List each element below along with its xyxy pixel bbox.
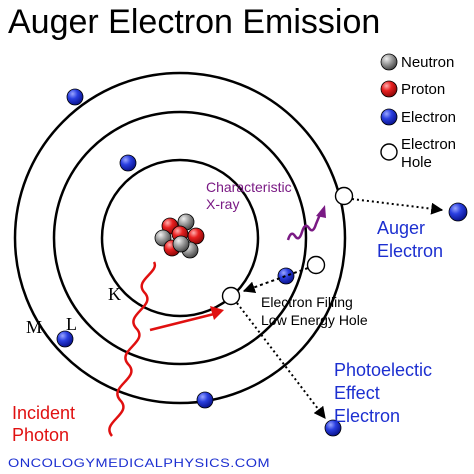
xray-arrowhead [316,205,326,218]
page-title: Auger Electron Emission [8,3,380,41]
m-shell-electron-hole [334,186,354,206]
proton [187,227,205,245]
legend-hole-label-line2: Hole [401,154,432,171]
m-shell-electron [66,88,84,106]
legend: Neutron Proton Electron Electron Hole [380,53,456,171]
filling-path-arrow [242,267,309,293]
photoelectric-label-line1: Photoelectic [334,360,432,380]
photoelectric-label-line3: Electron [334,406,400,426]
incident-label-line1: Incident [12,403,75,423]
auger-electron [448,202,468,222]
incident-photon-wave [108,261,157,437]
l-shell-orbit [52,110,308,366]
filling-label-line2: Low Energy Hole [261,312,368,328]
incident-photon-arrowhead [210,306,224,320]
k-shell-orbit [100,158,260,318]
k-shell-electron-hole [221,286,241,306]
k-shell-label: K [108,284,121,304]
legend-electron-icon [380,108,398,126]
m-shell-electron [56,330,74,348]
legend-neutron-label: Neutron [401,54,454,71]
auger-label-line1: Auger [377,218,425,238]
photoelectron-path-arrow [236,302,326,419]
auger-path-arrow [351,198,444,215]
m-shell-electron [196,391,214,409]
legend-hole-label-line1: Electron [401,136,456,153]
footer-url: ONCOLOGYMEDICALPHYSICS.COM [8,456,270,470]
l-shell-electron-hole [306,255,326,275]
legend-electron-label: Electron [401,109,456,126]
incident-photon-shaft [149,311,219,332]
l-shell-label: L [66,314,77,334]
legend-neutron-icon [380,53,398,71]
m-shell-orbit [13,71,347,405]
legend-proton-label: Proton [401,81,445,98]
xray-label-line2: X-ray [206,196,239,212]
photoelectric-label-line2: Effect [334,383,380,403]
k-shell-electron [119,154,137,172]
m-shell-label: M [26,317,42,337]
legend-electron-hole-icon [380,143,398,161]
xray-wave [286,211,323,241]
nucleus [154,213,205,259]
incident-label-line2: Photon [12,425,69,445]
filling-label-line1: Electron Filling [261,294,353,310]
photoelectric-electron [324,419,342,437]
auger-label-line2: Electron [377,241,443,261]
neutron [172,235,190,253]
l-shell-electron [277,267,295,285]
xray-label-line1: Characteristic [206,179,292,195]
legend-proton-icon [380,80,398,98]
